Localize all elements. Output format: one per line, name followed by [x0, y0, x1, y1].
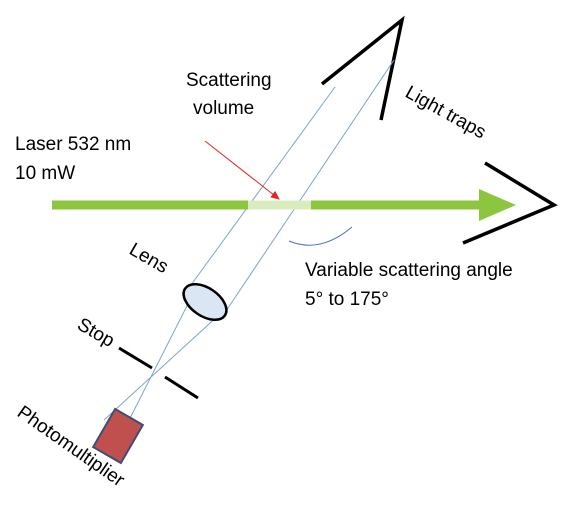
stop-aperture — [118, 346, 199, 400]
lens-element — [182, 283, 228, 321]
optical-path-line-left — [182, 86, 336, 297]
optical-path-converge-a — [121, 299, 191, 435]
scattering-angle-arc — [288, 226, 353, 246]
scattering-volume-pointer-arrow — [204, 140, 280, 200]
optical-path — [103, 59, 395, 435]
label-variable-angle-line1: Variable scattering angle — [305, 260, 513, 281]
label-laser-line2: 10 mW — [15, 163, 75, 184]
optical-path-line-right — [225, 59, 395, 312]
label-stop: Stop — [74, 314, 118, 352]
right-light-trap — [462, 161, 558, 245]
label-variable-angle-line2: 5° to 175° — [305, 289, 389, 310]
scattering-volume — [248, 200, 311, 210]
label-scattering-line1: Scattering — [186, 70, 272, 91]
photomultiplier-tube — [91, 407, 145, 465]
stop-lower-bar — [164, 375, 199, 400]
stop-upper-bar — [118, 346, 153, 370]
laser-beam-arrowhead — [479, 189, 516, 221]
label-scattering-line2: volume — [193, 98, 254, 119]
upper-light-trap — [320, 15, 405, 121]
label-laser-line1: Laser 532 nm — [15, 134, 131, 155]
label-lens: Lens — [126, 239, 172, 278]
optical-path-converge-b — [103, 313, 221, 421]
label-light-traps: Light traps — [402, 82, 490, 143]
